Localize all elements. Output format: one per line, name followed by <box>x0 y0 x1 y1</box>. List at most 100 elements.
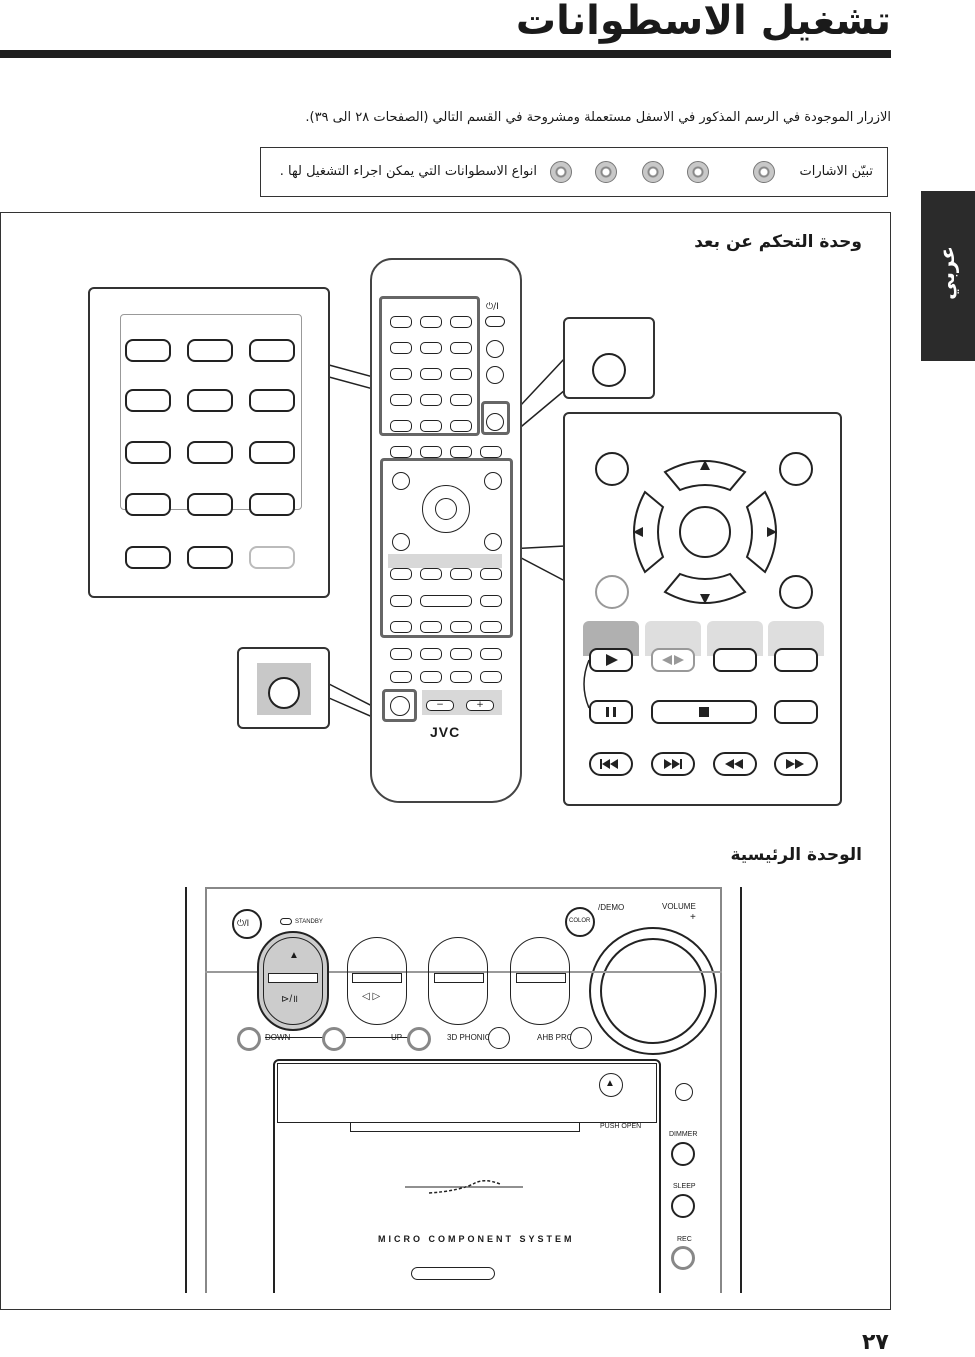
remote-key[interactable] <box>450 446 472 458</box>
remote-key[interactable] <box>420 368 442 380</box>
remote-key[interactable] <box>450 568 472 580</box>
remote-key[interactable] <box>390 368 412 380</box>
remote-key[interactable] <box>480 648 502 660</box>
remote-key[interactable] <box>450 316 472 328</box>
remote-key[interactable] <box>420 342 442 354</box>
rewind-button[interactable] <box>450 621 472 633</box>
number-button[interactable] <box>187 441 233 464</box>
remote-key[interactable] <box>450 648 472 660</box>
number-button[interactable] <box>249 493 295 516</box>
next-track-button[interactable] <box>651 752 695 776</box>
number-button[interactable] <box>249 339 295 362</box>
remote-key[interactable] <box>390 316 412 328</box>
eject-cassette-button[interactable] <box>599 1073 623 1097</box>
function-button[interactable] <box>713 648 757 672</box>
number-button[interactable] <box>125 546 171 569</box>
function-button[interactable] <box>774 648 818 672</box>
remote-key[interactable] <box>480 568 502 580</box>
remote-key[interactable] <box>450 342 472 354</box>
volume-up-button[interactable]: + <box>466 700 494 711</box>
round-button[interactable] <box>592 353 626 387</box>
number-button[interactable] <box>187 493 233 516</box>
play-pause-label[interactable]: ⊳/॥ <box>281 994 299 1005</box>
round-key[interactable] <box>392 533 410 551</box>
round-button[interactable] <box>595 452 629 486</box>
function-button[interactable] <box>774 700 818 724</box>
remote-key[interactable] <box>420 446 442 458</box>
round-key[interactable] <box>392 472 410 490</box>
eject-icon[interactable]: ▲ <box>289 950 299 961</box>
round-button[interactable] <box>779 452 813 486</box>
phonic-button[interactable] <box>488 1027 510 1049</box>
stop-unit-button[interactable] <box>322 1027 346 1051</box>
number-button[interactable] <box>187 389 233 412</box>
standby-button[interactable] <box>485 316 505 327</box>
number-button[interactable] <box>125 441 171 464</box>
number-button-inactive[interactable] <box>249 546 295 569</box>
number-button[interactable] <box>125 339 171 362</box>
round-button[interactable] <box>268 677 300 709</box>
round-key[interactable] <box>486 340 504 358</box>
rec-button[interactable] <box>671 1246 695 1270</box>
round-button-shaded[interactable] <box>595 575 629 609</box>
remote-key[interactable] <box>390 671 412 683</box>
number-button[interactable] <box>249 441 295 464</box>
next-button[interactable] <box>420 621 442 633</box>
tray-button[interactable] <box>510 937 570 1025</box>
cursor-pad[interactable] <box>625 452 785 612</box>
number-button[interactable] <box>125 389 171 412</box>
pause-button[interactable] <box>390 595 412 607</box>
play-button[interactable] <box>390 568 412 580</box>
remote-key[interactable] <box>390 342 412 354</box>
round-key[interactable] <box>390 696 410 716</box>
play-button[interactable] <box>589 648 633 672</box>
remote-key[interactable] <box>450 420 472 432</box>
round-button[interactable] <box>779 575 813 609</box>
round-key[interactable] <box>486 366 504 384</box>
remote-key[interactable] <box>480 671 502 683</box>
prev-track-button[interactable] <box>589 752 633 776</box>
volume-knob[interactable] <box>600 938 706 1044</box>
stop-button[interactable] <box>651 700 757 724</box>
dimmer-button[interactable] <box>671 1142 695 1166</box>
color-button[interactable] <box>565 907 595 937</box>
volume-down-button[interactable]: − <box>426 700 454 711</box>
remote-key[interactable] <box>390 394 412 406</box>
number-button[interactable] <box>187 546 233 569</box>
number-button[interactable] <box>125 493 171 516</box>
ahb-button[interactable] <box>570 1027 592 1049</box>
remote-key[interactable] <box>390 446 412 458</box>
fast-forward-button[interactable] <box>774 752 818 776</box>
remote-key[interactable] <box>390 648 412 660</box>
tray-button[interactable] <box>347 937 407 1025</box>
down-button[interactable] <box>237 1027 261 1051</box>
up-button[interactable] <box>407 1027 431 1051</box>
remote-key[interactable] <box>420 394 442 406</box>
enter-button[interactable] <box>679 506 731 558</box>
pause-button[interactable] <box>589 700 633 724</box>
remote-key[interactable] <box>450 368 472 380</box>
swap-button[interactable] <box>420 568 442 580</box>
tray-button[interactable] <box>428 937 488 1025</box>
remote-key[interactable] <box>450 394 472 406</box>
standby-button[interactable] <box>232 909 262 939</box>
forward-button[interactable] <box>480 621 502 633</box>
number-button[interactable] <box>187 339 233 362</box>
swap-button[interactable] <box>651 648 695 672</box>
round-key[interactable] <box>484 533 502 551</box>
remote-key[interactable] <box>450 671 472 683</box>
remote-key[interactable] <box>480 446 502 458</box>
prev-button[interactable] <box>390 621 412 633</box>
remote-key[interactable] <box>420 420 442 432</box>
round-key[interactable] <box>484 472 502 490</box>
enter-button[interactable] <box>435 498 457 520</box>
round-key[interactable] <box>486 413 504 431</box>
rewind-button[interactable] <box>713 752 757 776</box>
stop-button[interactable] <box>420 595 472 607</box>
remote-key[interactable] <box>480 595 502 607</box>
remote-key[interactable] <box>390 420 412 432</box>
remote-key[interactable] <box>420 316 442 328</box>
remote-key[interactable] <box>420 648 442 660</box>
sleep-button[interactable] <box>671 1194 695 1218</box>
remote-key[interactable] <box>420 671 442 683</box>
